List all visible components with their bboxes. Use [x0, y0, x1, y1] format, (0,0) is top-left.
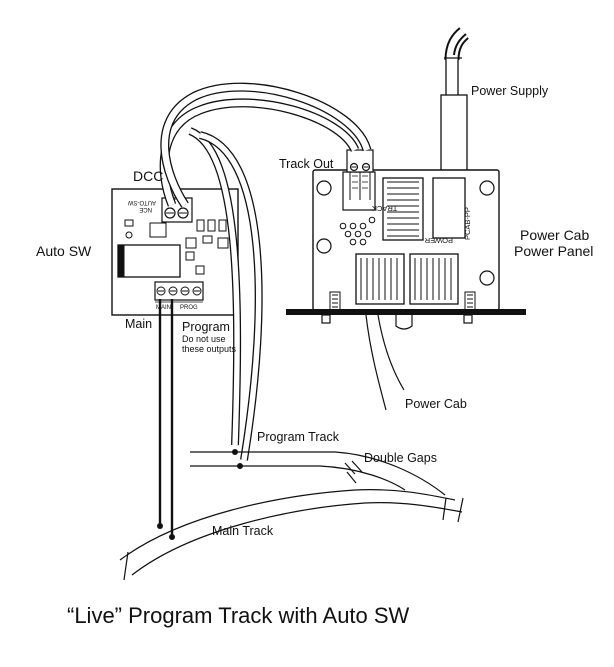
- main-track: [119, 489, 464, 581]
- power-supply-label: Power Supply: [471, 84, 549, 98]
- track-out-label: Track Out: [279, 157, 334, 171]
- program-label: Program: [182, 320, 230, 334]
- power-cab-panel-label-2: Power Panel: [514, 243, 593, 259]
- diagram-caption: “Live” Program Track with Auto SW: [67, 603, 410, 628]
- pcab-pp-label: PCAB-PP: [463, 207, 472, 240]
- power-cab-panel: [312, 169, 500, 311]
- track-panel-label: TRACK: [372, 204, 397, 213]
- junction-dots: [157, 449, 243, 540]
- panel-tabs: [321, 314, 473, 330]
- track-out-cable: [159, 82, 372, 208]
- board-nce-label: NCE: [139, 206, 152, 212]
- power-cab-panel-label-1: Power Cab: [520, 227, 589, 243]
- mounting-shelf: [286, 309, 526, 315]
- power-cab-cable: [365, 314, 405, 411]
- auto-sw-label: Auto SW: [36, 243, 92, 259]
- jack-slats: [332, 181, 473, 308]
- main-track-wires: [158, 299, 174, 537]
- power-panel-label: POWER: [424, 236, 453, 245]
- main-label: Main: [125, 317, 152, 331]
- power-cab-label: Power Cab: [405, 397, 467, 411]
- double-gaps-label: Double Gaps: [364, 451, 437, 465]
- program-track-wires: [188, 127, 263, 461]
- dcc-label: DCC: [133, 168, 163, 184]
- program-track: [190, 451, 446, 496]
- track-out-plug: [346, 149, 374, 200]
- do-not-use-line1: Do not use: [182, 334, 226, 344]
- do-not-use-line2: these outputs: [182, 344, 237, 354]
- main-track-label: Main Track: [212, 524, 274, 538]
- auto-sw-board: [111, 188, 239, 316]
- double-gaps: [344, 460, 363, 484]
- board-prog-label: PROG: [180, 305, 198, 311]
- board-autosw-label: AUTO-SW: [127, 199, 156, 205]
- board-main-label: MAIN: [156, 305, 171, 311]
- program-track-label: Program Track: [257, 430, 340, 444]
